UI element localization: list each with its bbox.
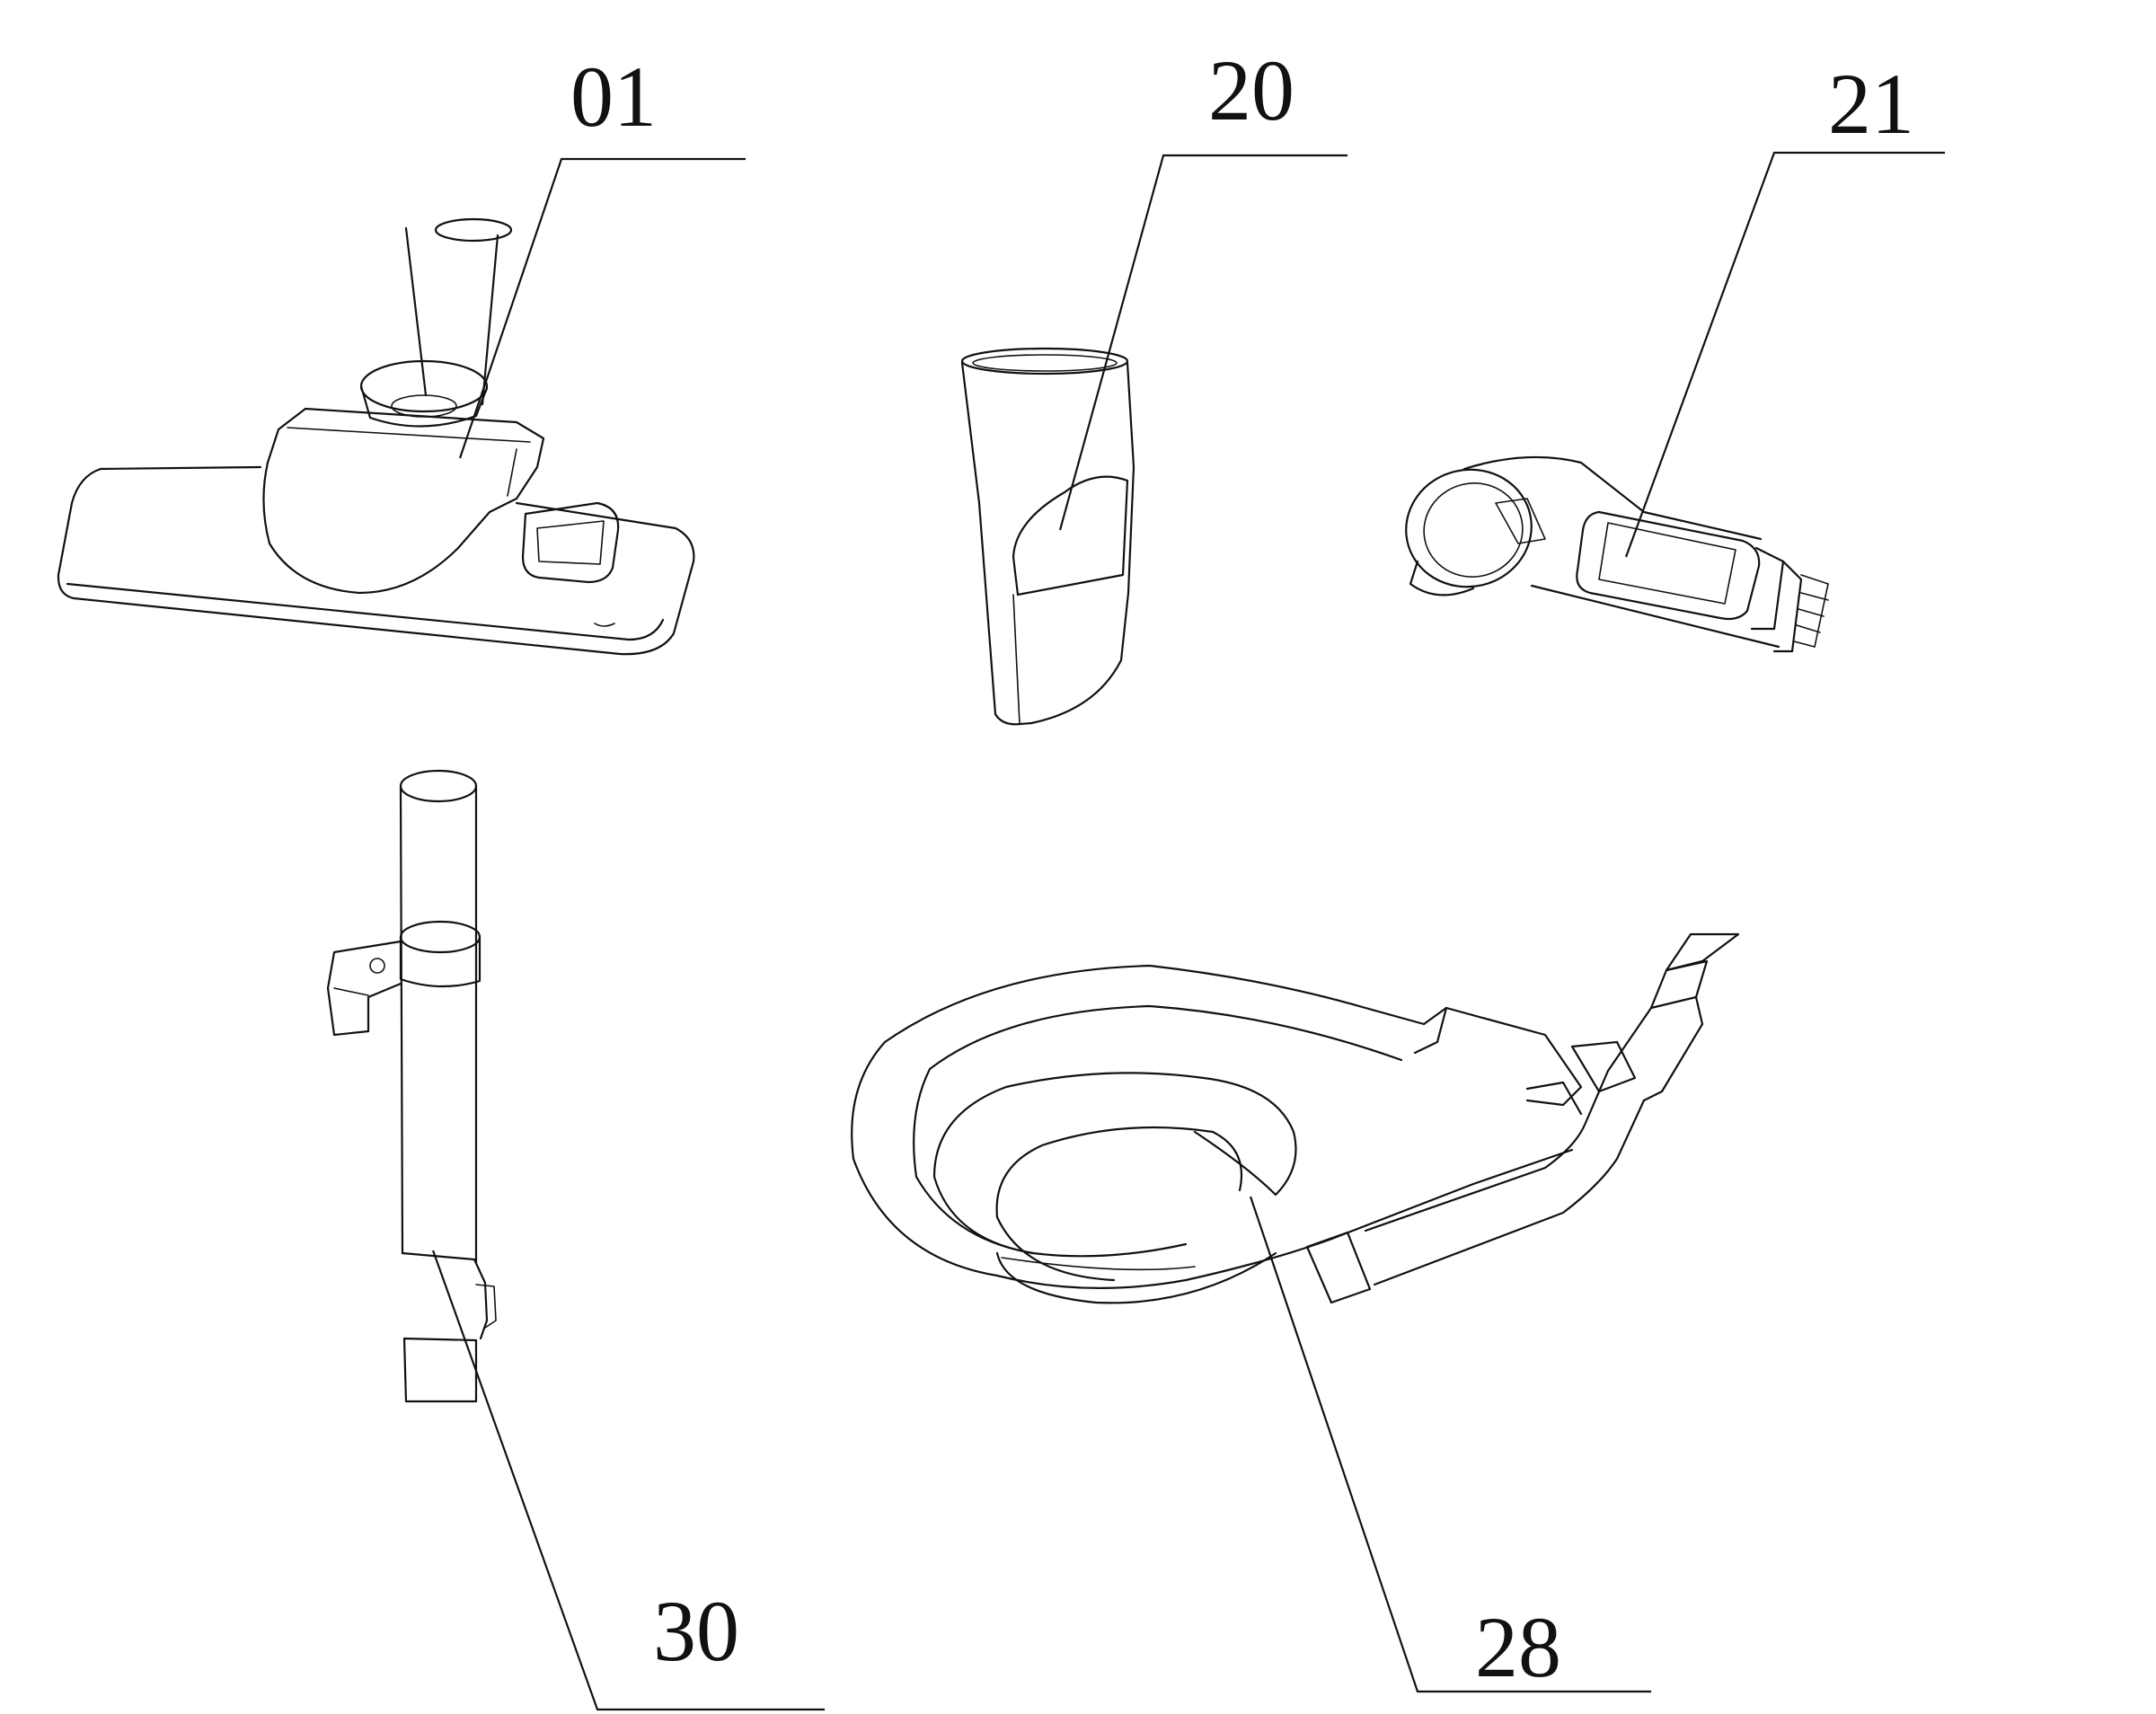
- crevice-nozzle-part: [960, 347, 1135, 726]
- label-28: 28: [1475, 1599, 1561, 1695]
- label-21: 21: [1828, 56, 1914, 152]
- leader-line-01: [458, 157, 746, 459]
- upholstery-brush-part: [1405, 455, 1829, 653]
- leader-line-20: [1058, 154, 1348, 531]
- leader-line-30: [431, 1250, 825, 1711]
- floor-brush-part: [57, 217, 695, 656]
- hose-part: [851, 932, 1740, 1304]
- extension-tube-part: [326, 769, 497, 1403]
- leader-line-21: [1624, 151, 1945, 558]
- part-labels: 01 20 21 30 28: [570, 42, 1914, 1695]
- leader-lines: [431, 151, 1945, 1711]
- label-30: 30: [653, 1583, 739, 1679]
- leader-line-28: [1249, 1196, 1651, 1693]
- label-01: 01: [570, 49, 657, 145]
- label-20: 20: [1208, 42, 1294, 138]
